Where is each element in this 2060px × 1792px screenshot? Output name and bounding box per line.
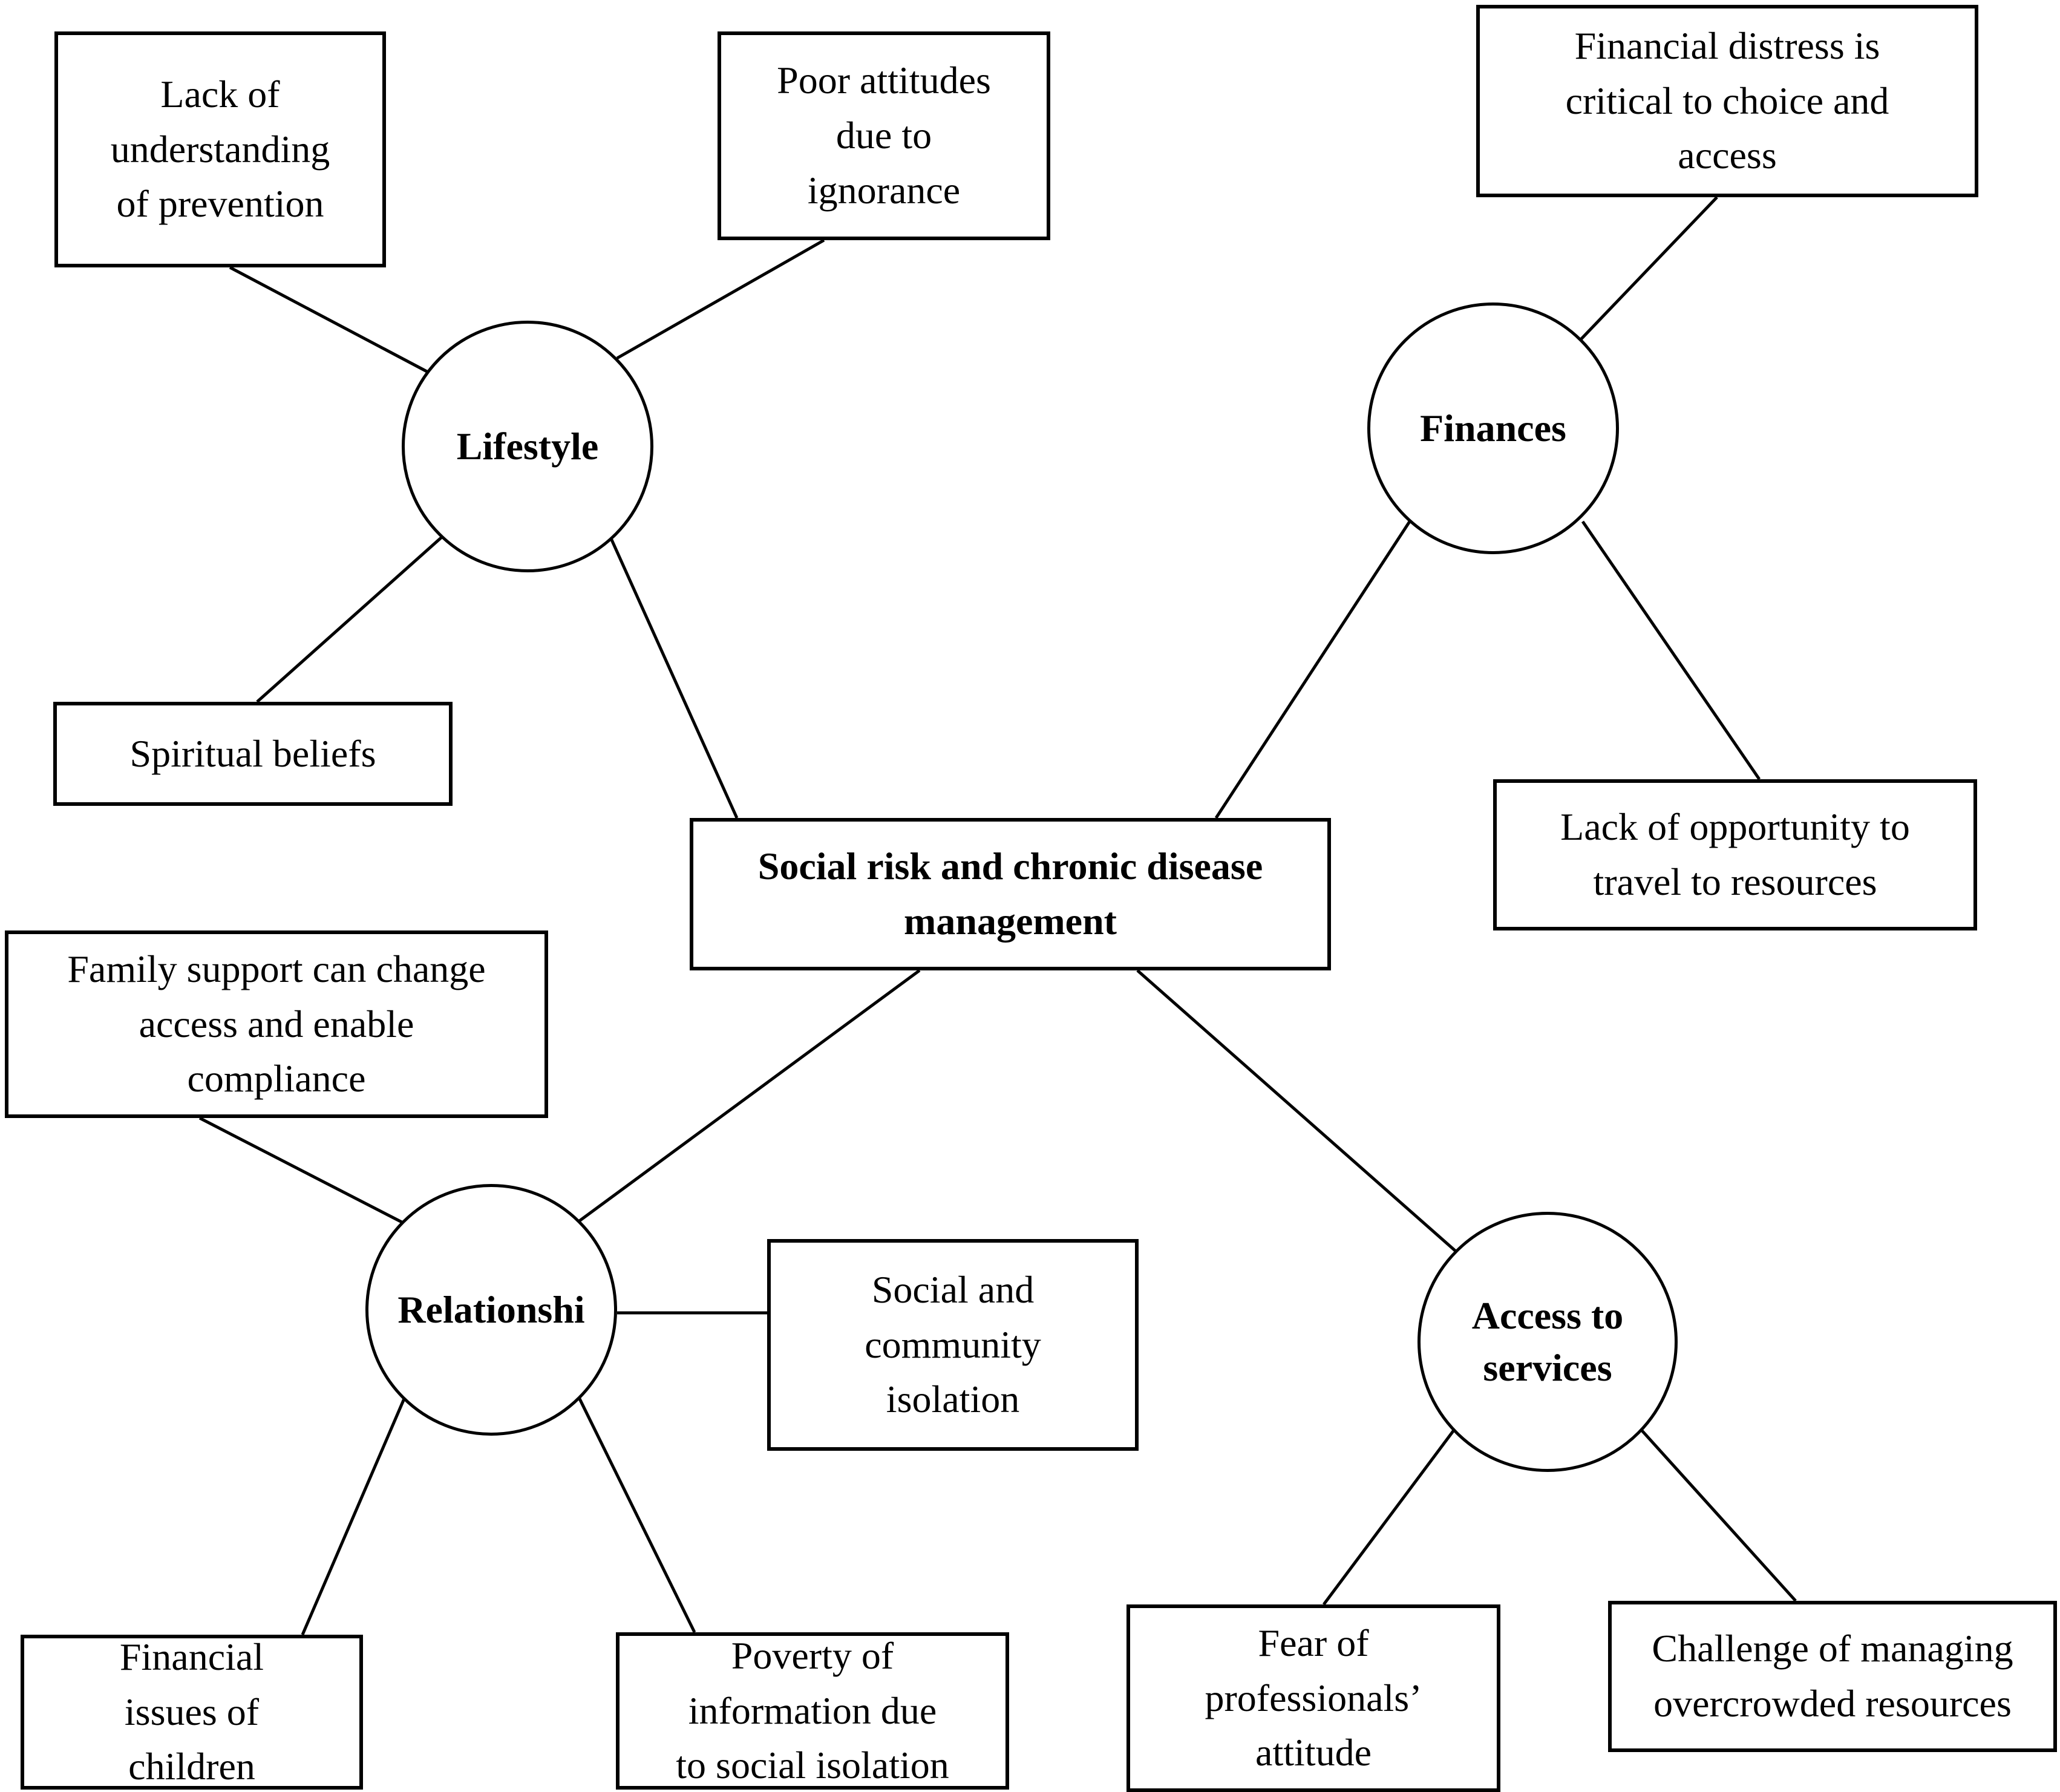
edge-center-relationships	[577, 969, 921, 1224]
node-theme-relationships[interactable]: Relationshi	[365, 1184, 617, 1436]
node-sub-label: Financial issues of children	[119, 1635, 264, 1788]
node-sub-label: Family support can change access and ena…	[67, 947, 486, 1100]
edge-finances-distress	[1579, 196, 1718, 341]
edge-center-access	[1136, 969, 1467, 1261]
node-sub-fear-professionals-attitude[interactable]: Fear of professionals’ attitude	[1126, 1604, 1500, 1792]
edge-lifestyle-prevention	[229, 266, 444, 382]
node-sub-lack-understanding-prevention[interactable]: Lack of understanding of prevention	[54, 31, 386, 267]
edge-relationships-poverty	[578, 1398, 696, 1633]
node-theme-access-to-services[interactable]: Access to services	[1417, 1212, 1678, 1472]
edge-lifestyle-center	[609, 537, 739, 819]
node-sub-lack-opportunity-travel[interactable]: Lack of opportunity to travel to resourc…	[1493, 779, 1977, 930]
edge-finances-center	[1214, 520, 1411, 819]
edge-finances-travel	[1581, 520, 1761, 780]
node-sub-poor-attitudes-ignorance[interactable]: Poor attitudes due to ignorance	[718, 31, 1050, 240]
node-sub-challenge-overcrowded-resources[interactable]: Challenge of managing overcrowded resour…	[1608, 1601, 2057, 1752]
node-theme-lifestyle[interactable]: Lifestyle	[402, 321, 653, 572]
edge-access-fear	[1322, 1422, 1461, 1606]
edge-access-challenge	[1637, 1425, 1797, 1602]
node-sub-poverty-information-isolation[interactable]: Poverty of information due to social iso…	[616, 1632, 1009, 1790]
node-theme-access-to-services-label: Access to services	[1471, 1293, 1624, 1389]
node-sub-label: Poverty of information due to social iso…	[676, 1633, 949, 1787]
node-sub-label: Fear of professionals’ attitude	[1205, 1621, 1422, 1774]
node-sub-label: Spiritual beliefs	[129, 731, 376, 775]
node-sub-label: Financial distress is critical to choice…	[1565, 24, 1889, 177]
node-sub-label: Challenge of managing overcrowded resour…	[1652, 1627, 2013, 1725]
edge-lifestyle-attitudes	[616, 238, 825, 360]
node-sub-spiritual-beliefs[interactable]: Spiritual beliefs	[53, 702, 453, 806]
edge-relationships-family	[198, 1116, 405, 1225]
edge-relationships-children	[301, 1398, 406, 1635]
node-theme-relationships-label: Relationshi	[397, 1287, 585, 1331]
node-sub-label: Poor attitudes due to ignorance	[777, 59, 991, 212]
node-sub-family-support-change[interactable]: Family support can change access and ena…	[5, 930, 548, 1118]
node-theme-finances-label: Finances	[1420, 406, 1566, 450]
node-sub-label: Lack of understanding of prevention	[110, 72, 330, 226]
node-sub-financial-issues-children[interactable]: Financial issues of children	[21, 1635, 363, 1790]
node-sub-social-community-isolation[interactable]: Social and community isolation	[767, 1239, 1139, 1451]
node-sub-financial-distress-critical[interactable]: Financial distress is critical to choice…	[1476, 5, 1978, 197]
node-theme-finances[interactable]: Finances	[1367, 302, 1619, 554]
node-theme-lifestyle-label: Lifestyle	[456, 424, 599, 468]
node-sub-label: Social and community isolation	[865, 1267, 1041, 1421]
edge-lifestyle-spiritual	[256, 536, 443, 703]
node-sub-label: Lack of opportunity to travel to resourc…	[1560, 805, 1910, 903]
node-center-social-risk[interactable]: Social risk and chronic disease manageme…	[690, 818, 1331, 970]
node-center-label: Social risk and chronic disease manageme…	[757, 845, 1263, 943]
